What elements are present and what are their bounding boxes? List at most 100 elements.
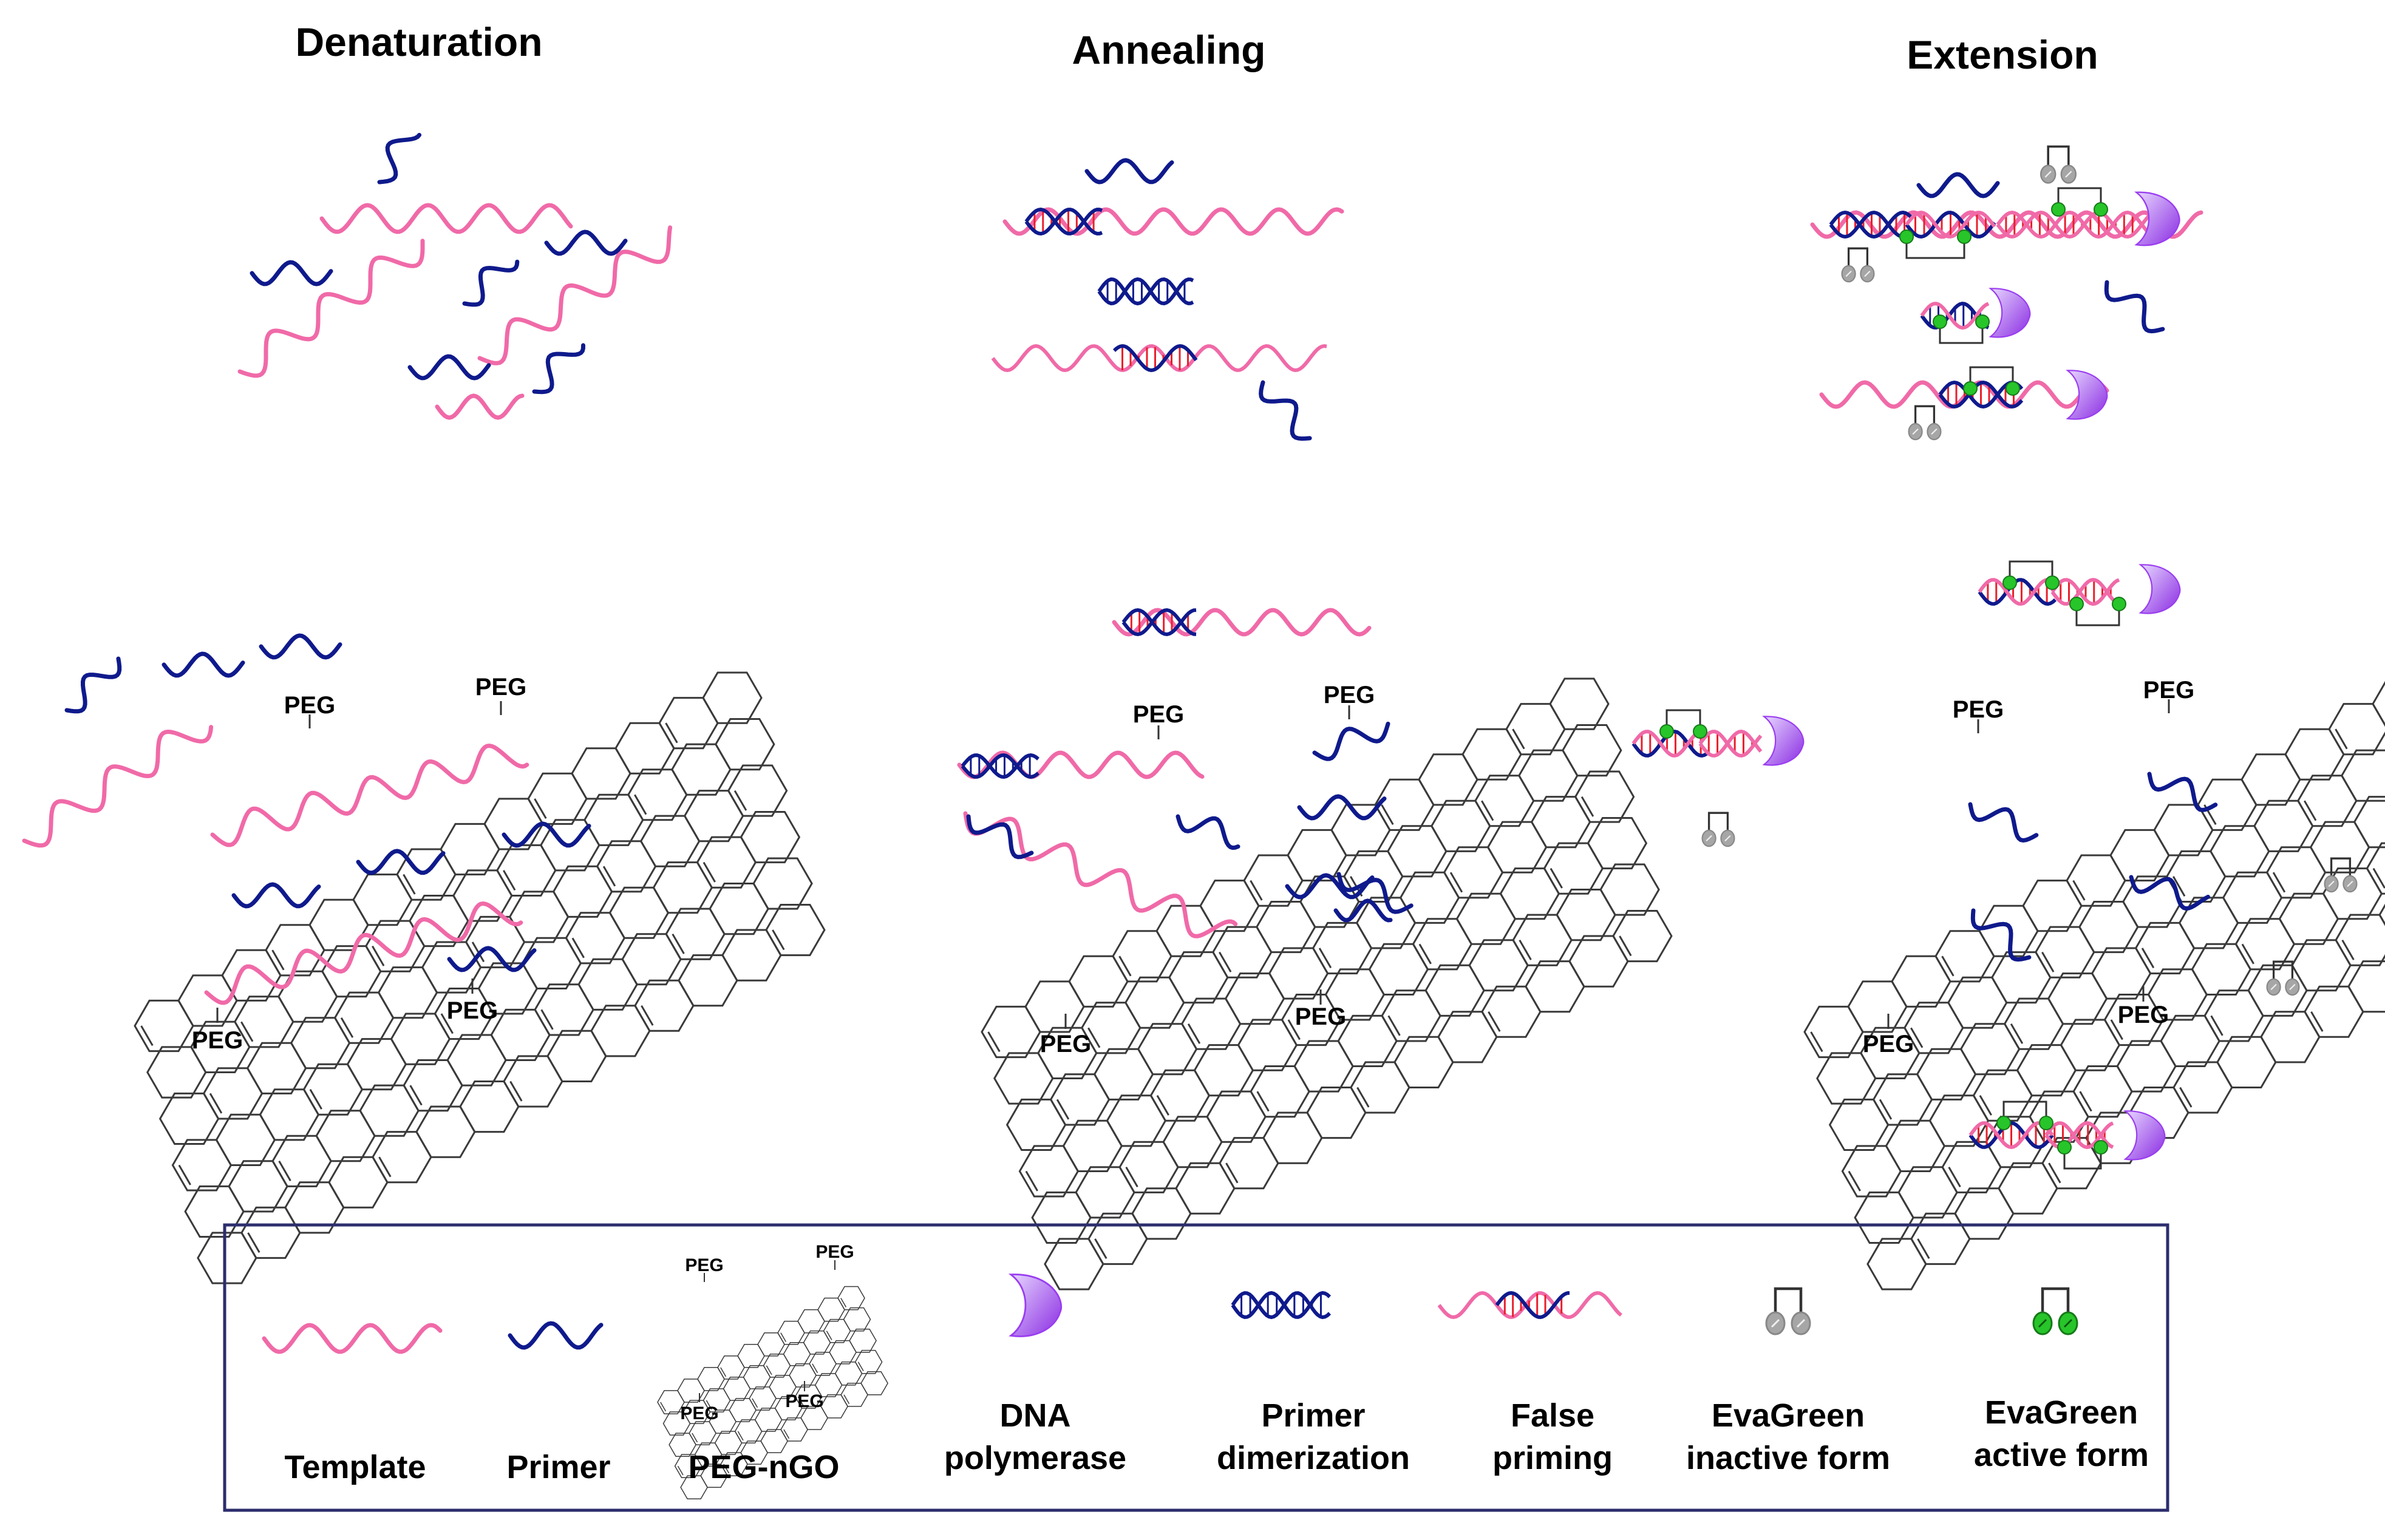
hexagon-ring — [1431, 799, 1491, 852]
hexagon-ring — [1162, 1116, 1223, 1169]
hexagon-ring — [777, 1320, 805, 1345]
evagreen-inactive-icon — [2266, 960, 2300, 996]
hexagon-ring — [290, 1017, 351, 1070]
primer-strand — [356, 849, 446, 875]
hexagon-ring — [981, 1005, 1041, 1059]
hexagon-ring — [2240, 753, 2301, 806]
primer-strand — [1297, 794, 1387, 821]
hexagon-ring — [723, 1377, 751, 1401]
legend-label-dna-polymerase-1: DNA — [1000, 1397, 1071, 1434]
hexagon-ring — [1193, 1044, 1254, 1097]
peg-label: PEG — [2143, 677, 2194, 704]
primer-strand — [1175, 814, 1240, 850]
hexagon-ring — [789, 1363, 817, 1388]
evagreen-active-icon — [2057, 1140, 2108, 1170]
peg-label: PEG — [1295, 1003, 1346, 1030]
peg-label: PEG — [785, 1391, 823, 1411]
template-strand — [210, 743, 529, 847]
hexagon-ring — [2309, 821, 2370, 873]
hexagon-ring — [1910, 1212, 1971, 1265]
hexagon-ring — [1512, 914, 1573, 966]
hexagon-ring — [1387, 825, 1448, 878]
hexagon-ring — [1866, 1238, 1927, 1291]
polymerase-icon — [2123, 1110, 2166, 1161]
hexagon-ring — [197, 1232, 257, 1284]
template-strand — [1002, 207, 1344, 236]
hexagon-ring — [565, 912, 626, 965]
peg-label: PEG — [1133, 701, 1184, 728]
hexagon-ring — [2078, 901, 2139, 954]
hexagon-ring — [158, 1092, 220, 1145]
hexagon-ring — [2035, 926, 2095, 979]
hexagon-ring — [809, 1351, 837, 1376]
primer-strand — [1259, 380, 1312, 441]
peg-label: PEG — [680, 1403, 718, 1423]
hexagon-ring — [621, 933, 682, 986]
legend-primer-dimer-icon — [1231, 1291, 1332, 1320]
hexagon-ring — [1180, 997, 1242, 1050]
polymerase-icon — [1989, 288, 2031, 338]
hexagon-ring — [696, 836, 757, 889]
hexagon-ring — [849, 1328, 877, 1353]
primer-strand — [966, 814, 1034, 860]
template-strand — [435, 393, 525, 420]
peg-label: PEG — [1040, 1031, 1091, 1057]
hexagon-ring — [2341, 749, 2385, 802]
hexagon-ring — [1018, 1145, 1080, 1198]
template-strand — [22, 725, 214, 848]
hexagon-ring — [1562, 724, 1622, 777]
peg-label: PEG — [192, 1027, 243, 1054]
hexagon-ring — [1941, 1141, 2002, 1193]
hexagon-ring — [1947, 976, 2008, 1029]
graphene-sheet-annealing — [981, 677, 1673, 1291]
hexagon-ring — [1518, 749, 1579, 802]
hexagon-ring — [2347, 960, 2385, 1013]
hexagon-ring — [377, 966, 438, 1019]
hexagon-ring — [721, 929, 782, 982]
hexagon-ring — [1998, 1162, 2058, 1215]
hexagon-ring — [552, 865, 613, 918]
hexagon-ring — [1131, 1187, 1192, 1240]
hexagon-ring — [1486, 821, 1548, 873]
primer-strand — [1333, 898, 1393, 923]
hexagon-ring — [757, 1332, 785, 1357]
hexagon-ring — [390, 1013, 451, 1065]
hexagon-ring — [843, 1307, 871, 1332]
hexagon-ring — [1556, 889, 1616, 941]
hexagon-ring — [820, 1394, 848, 1419]
peg-label: PEG — [284, 692, 335, 719]
hexagon-ring — [1574, 770, 1635, 823]
hexagon-ring — [415, 1105, 476, 1158]
hexagon-ring — [2134, 921, 2196, 975]
hexagon-ring — [2260, 1011, 2321, 1063]
hexagon-ring — [277, 970, 338, 1023]
hexagon-ring — [1337, 1014, 1398, 1067]
hexagon-ring — [483, 798, 544, 850]
hexagon-ring — [1237, 1019, 1298, 1071]
template-strand — [477, 225, 673, 365]
hexagon-ring — [1443, 846, 1504, 899]
evagreen-active-icon — [1899, 229, 1972, 259]
primer-dimer — [1097, 277, 1194, 306]
evagreen-active-icon — [1933, 314, 1990, 344]
hexagon-ring — [1418, 753, 1478, 806]
hexagon-ring — [1262, 1111, 1323, 1164]
hexagon-ring — [2210, 825, 2270, 878]
hexagon-ring — [403, 1059, 463, 1112]
evagreen-inactive-icon — [1908, 405, 1942, 441]
legend-template-icon — [262, 1323, 443, 1354]
hexagon-ring — [2372, 680, 2385, 727]
hexagon-ring — [459, 1080, 520, 1133]
hexagon-ring — [228, 1160, 288, 1213]
hexagon-ring — [1505, 703, 1566, 756]
legend-box — [223, 1223, 2169, 1512]
template-strand — [963, 811, 1238, 938]
hexagon-ring — [1075, 1166, 1135, 1219]
hexagon-ring — [1087, 1212, 1148, 1265]
primer-template-duplex — [961, 753, 1039, 779]
primer-strand — [407, 354, 491, 381]
template-strand — [237, 239, 425, 378]
hexagon-ring — [797, 1309, 825, 1334]
hexagon-ring — [671, 743, 732, 796]
hexagon-ring — [1854, 1191, 1914, 1244]
